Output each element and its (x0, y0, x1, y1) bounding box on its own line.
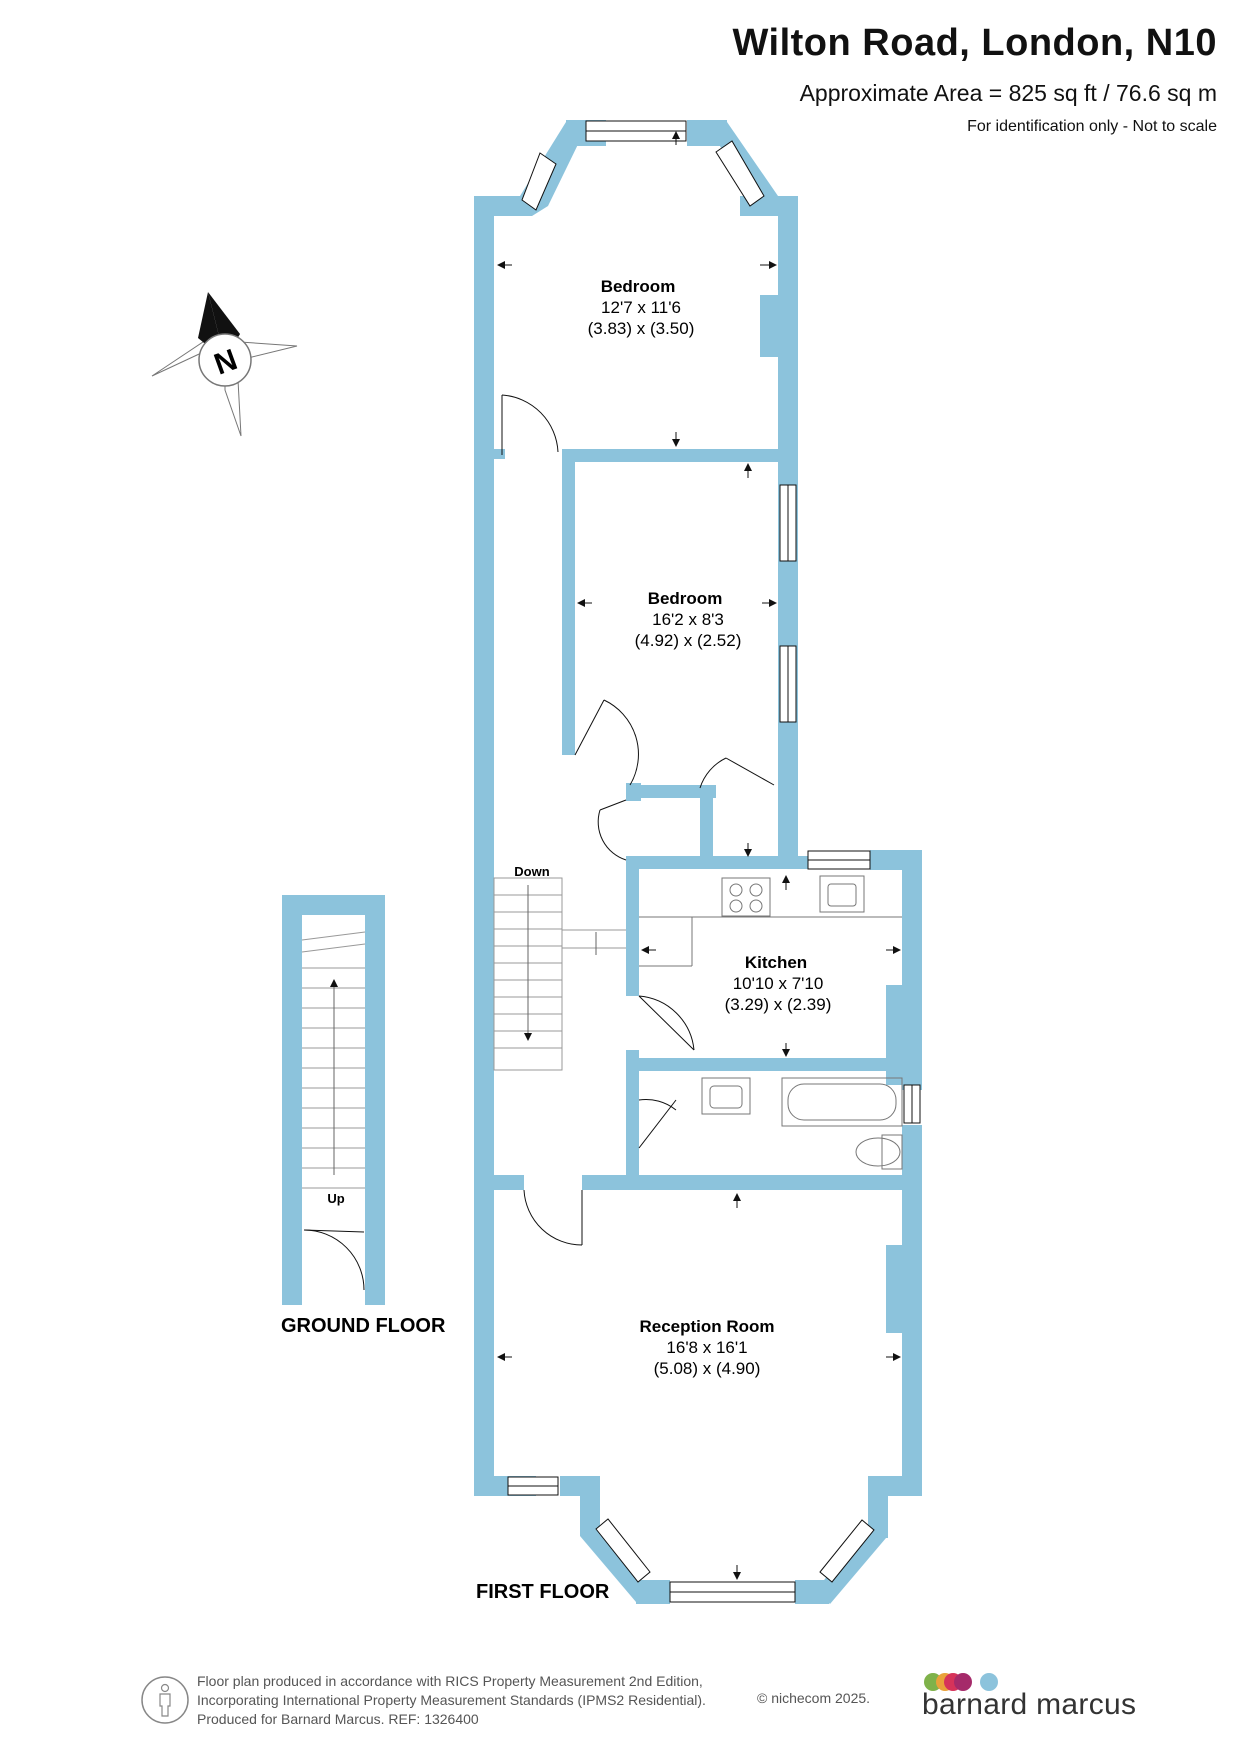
bathroom-fixtures (701, 1077, 903, 1170)
bedroom1-name: Bedroom (601, 277, 676, 296)
footer-line1: Floor plan produced in accordance with R… (197, 1673, 703, 1689)
scale-note: For identification only - Not to scale (967, 118, 1217, 135)
page-title: Wilton Road, London, N10 (732, 22, 1217, 64)
approximate-area: Approximate Area = 825 sq ft / 76.6 sq m (799, 80, 1217, 106)
ground-floor-label: GROUND FLOOR (281, 1315, 446, 1337)
bedroom1-metric: (3.83) x (3.50) (588, 319, 695, 338)
person-icon (141, 1676, 189, 1724)
bedroom1-imperial: 12'7 x 11'6 (601, 298, 681, 317)
bedroom2-metric: (4.92) x (2.52) (635, 631, 742, 650)
reception-metric: (5.08) x (4.90) (654, 1359, 761, 1378)
windows (507, 120, 921, 1603)
reception-imperial: 16'8 x 16'1 (666, 1338, 747, 1357)
footer-legal-text: Floor plan produced in accordance with R… (197, 1672, 706, 1729)
ground-floor-stairs (301, 931, 366, 1189)
kitchen-metric: (3.29) x (2.39) (725, 995, 832, 1014)
first-floor-label: FIRST FLOOR (476, 1581, 610, 1603)
brand-logo-dots (924, 1673, 998, 1691)
reception-name: Reception Room (639, 1317, 774, 1336)
stairs-up-label: Up (327, 1191, 344, 1206)
first-floor-stairs (493, 877, 626, 1071)
footer-line2: Incorporating International Property Mea… (197, 1692, 706, 1708)
bedroom2-imperial: 16'2 x 8'3 (652, 610, 724, 629)
footer-line3: Produced for Barnard Marcus. REF: 132640… (197, 1711, 479, 1727)
doors (303, 394, 775, 1291)
kitchen-name: Kitchen (745, 953, 807, 972)
brand-logo: barnard marcus (922, 1688, 1137, 1721)
compass-icon: N (151, 292, 298, 437)
kitchen-fixtures (639, 875, 902, 967)
bedroom2-name: Bedroom (648, 589, 723, 608)
footer-copyright: © nichecom 2025. (757, 1690, 871, 1706)
kitchen-imperial: 10'10 x 7'10 (733, 974, 824, 993)
stairs-down-label: Down (514, 864, 549, 879)
dimension-arrows (497, 131, 901, 1580)
